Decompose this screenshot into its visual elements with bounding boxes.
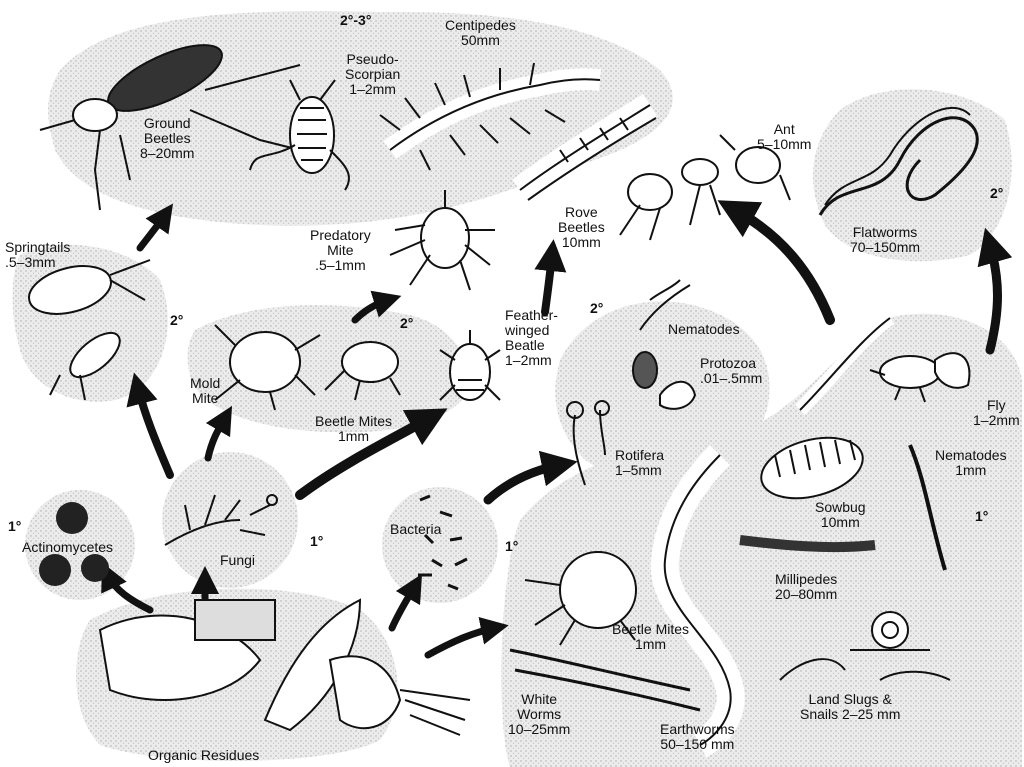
arrow-fly-to-flatworms bbox=[990, 245, 998, 350]
arrow-fly-to-ant bbox=[735, 210, 830, 320]
label-beetle-mites-bottom: Beetle Mites 1mm bbox=[612, 622, 689, 652]
label-nematodes-top: Nematodes bbox=[668, 322, 740, 337]
level-marker-actinomycetes: 1° bbox=[8, 518, 21, 534]
arrow-fungi-to-mold-mite bbox=[208, 418, 225, 458]
level-marker-top: 2°-3° bbox=[340, 12, 371, 28]
label-fly: Fly 1–2mm bbox=[973, 398, 1020, 428]
level-marker-fungi: 1° bbox=[310, 533, 323, 549]
label-earthworms: Earthworms 50–150 mm bbox=[660, 722, 735, 752]
arrow-fungi-to-springtails bbox=[138, 388, 170, 475]
arrow-beetle-to-rove-beetles bbox=[545, 255, 552, 312]
label-actinomycetes: Actinomycetes bbox=[22, 540, 113, 555]
label-bacteria: Bacteria bbox=[390, 522, 441, 537]
level-marker-right: 1° bbox=[975, 508, 988, 524]
label-mold-mite: Mold Mite bbox=[190, 376, 220, 406]
level-marker-bacteria: 1° bbox=[505, 538, 518, 554]
level-marker-microbes: 2° bbox=[590, 300, 603, 316]
level-marker-flatworms: 2° bbox=[990, 185, 1003, 201]
label-centipedes: Centipedes 50mm bbox=[445, 18, 516, 48]
label-flatworms: Flatworms 70–150mm bbox=[850, 225, 920, 255]
arrow-residue-to-beetle-mites bbox=[428, 628, 495, 655]
arrow-springtails-to-beetles bbox=[140, 215, 165, 248]
label-feather-winged-beatle: Feather- winged Beatle 1–2mm bbox=[505, 308, 558, 368]
level-marker-mites: 2° bbox=[400, 315, 413, 331]
label-rotifera: Rotifera 1–5mm bbox=[615, 448, 664, 478]
label-pseudo-scorpian: Pseudo- Scorpian 1–2mm bbox=[345, 52, 400, 97]
label-white-worms: White Worms 10–25mm bbox=[508, 692, 570, 737]
label-predatory-mite: Predatory Mite .5–1mm bbox=[310, 228, 371, 273]
bacteria-circle bbox=[382, 487, 498, 603]
label-beetle-mites-top: Beetle Mites 1mm bbox=[315, 414, 392, 444]
arrow-residue-to-bacteria bbox=[392, 586, 415, 628]
label-ground-beetles: Ground Beetles 8–20mm bbox=[140, 116, 194, 161]
label-ant: Ant 5–10mm bbox=[757, 122, 811, 152]
level-marker-springtails: 2° bbox=[170, 312, 183, 328]
label-springtails: Springtails .5–3mm bbox=[5, 240, 70, 270]
label-millipedes: Millipedes 20–80mm bbox=[775, 572, 837, 602]
label-organic-residues: Organic Residues bbox=[148, 748, 259, 763]
label-protozoa: Protozoa .01–.5mm bbox=[700, 356, 762, 386]
label-land-slugs-snails: Land Slugs & Snails 2–25 mm bbox=[800, 692, 900, 722]
label-sowbug: Sowbug 10mm bbox=[815, 500, 866, 530]
label-rove-beetles: Rove Beetles 10mm bbox=[558, 205, 605, 250]
label-fungi: Fungi bbox=[220, 553, 255, 568]
label-nematodes-right: Nematodes 1mm bbox=[935, 448, 1007, 478]
